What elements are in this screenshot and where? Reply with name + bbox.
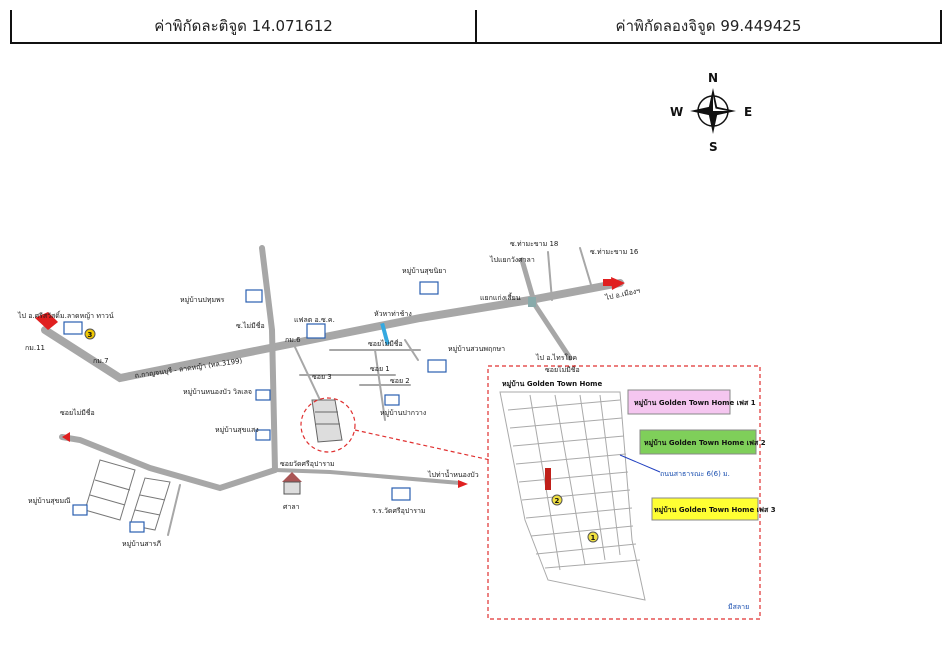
flat-building-icon bbox=[306, 323, 326, 339]
phase3-box bbox=[651, 497, 759, 521]
label-scale-note: มีสลาย bbox=[728, 603, 749, 611]
village-icon bbox=[427, 359, 447, 373]
direction-arrows bbox=[35, 277, 625, 488]
label-inset-entrance: หมู่บ้าน Golden Town Home bbox=[502, 379, 602, 389]
label-pak-wang: หมู่บ้านปากวาง bbox=[380, 409, 426, 417]
marker-3-icon bbox=[84, 328, 96, 340]
label-km6: กม.6 bbox=[285, 336, 301, 344]
longitude-cell: ค่าพิกัดลองจิจูด 99.449425 bbox=[475, 10, 940, 42]
compass-icon: N S E W bbox=[670, 71, 752, 154]
label-phase1: หมู่บ้าน Golden Town Home เฟส 1 bbox=[634, 398, 756, 408]
label-to-sri-sawat: ไป อ.ศรีสวัสดิ์ bbox=[17, 310, 61, 320]
target-subdivision bbox=[300, 397, 491, 461]
arrow-west-icon bbox=[35, 312, 58, 330]
compass-north: N bbox=[708, 71, 718, 85]
label-hua-tha-chang: หัวหาท่าช้าง bbox=[374, 310, 412, 318]
village-icon bbox=[245, 289, 263, 303]
phase-entrance-marker bbox=[545, 468, 551, 490]
label-school-wat-sri: ร.ร.วัดศรีอุปาราม bbox=[372, 507, 426, 515]
village-icon bbox=[63, 321, 83, 335]
label-soi1: ซอย 1 bbox=[370, 365, 390, 373]
label-suk-saeng: หมู่บ้านสุขแสง bbox=[215, 426, 259, 434]
label-suan-phruksa: หมู่บ้านสวนพฤกษา bbox=[448, 345, 505, 353]
compass-south: S bbox=[709, 140, 718, 154]
label-intersection: แยกแก่งเสี้ยน bbox=[480, 291, 521, 302]
village-icon bbox=[384, 394, 400, 406]
label-soi-wat-sri: ซอยวัดศรีอุปาราม bbox=[280, 460, 335, 468]
label-sala: ศาลา bbox=[283, 503, 300, 511]
latitude-cell: ค่าพิกัดละติจูด 14.071612 bbox=[154, 17, 333, 35]
label-pathumporn: หมู่บ้านปทุมพร bbox=[180, 296, 225, 304]
label-tha-makham-18: ซ.ท่ามะขาม 18 bbox=[510, 240, 558, 248]
compass-east: E bbox=[744, 105, 752, 119]
label-km7: กม.7 bbox=[93, 357, 109, 365]
label-soi-no-name-left: ซอยไม่มีชื่อ bbox=[60, 408, 95, 417]
village-icon bbox=[129, 521, 145, 533]
pavilion-icon bbox=[282, 472, 302, 495]
marker-1: 1 bbox=[591, 534, 596, 542]
arrow-east-icon bbox=[611, 277, 625, 290]
arrow-nong-bua-icon bbox=[458, 480, 468, 488]
marker-2: 2 bbox=[555, 497, 560, 505]
label-to-sai-yok: ไป อ.ไทรโยค bbox=[535, 353, 577, 362]
label-sukmanee: หมู่บ้านสุขมณี bbox=[28, 497, 71, 505]
label-tha-makham-16: ซ.ท่ามะขาม 16 bbox=[590, 248, 639, 256]
label-public-road: ถนนสาธารณะ 6(6) ม. bbox=[660, 470, 730, 478]
label-to-nong-bua: ไปท่าน้ำหนองบัว bbox=[427, 468, 479, 479]
label-soi-no-name-2: ซอยไม่มีชื่อ bbox=[368, 339, 403, 348]
compass-west: W bbox=[670, 105, 683, 119]
label-nong-bua: หมู่บ้านหนองบัว วิลเลจ bbox=[183, 388, 252, 396]
label-flat-osk: แฟลต อ.ซ.ค. bbox=[294, 316, 335, 324]
label-sukhumaya: หมู่บ้านสุขนิยา bbox=[402, 267, 446, 275]
housing-blocks-left bbox=[84, 459, 171, 531]
inset-detail-map: หมู่บ้าน Golden Town Home 2 1 หมู่บ้าน G… bbox=[487, 365, 776, 620]
village-icon bbox=[72, 504, 88, 516]
label-saraphi: หมู่บ้านสารภี bbox=[122, 540, 161, 548]
arrow-left-soi-icon bbox=[62, 432, 70, 442]
village-icon bbox=[419, 281, 439, 295]
label-to-kaeng-sian: ไปแยกวังศาลา bbox=[489, 255, 535, 264]
label-soi-no-name-3: ซอยไม่มีชื่อ bbox=[545, 365, 580, 374]
marker-1-icon bbox=[587, 531, 599, 543]
school-icon bbox=[391, 487, 411, 501]
label-soi-no-name-1: ซ.ไม่มีชื่อ bbox=[236, 321, 265, 330]
village-icon bbox=[255, 429, 271, 441]
village-icons bbox=[63, 281, 447, 533]
label-lat-ya-town: ม.ลาดหญ้า ทาวน์ bbox=[60, 312, 114, 320]
label-phase2: หมู่บ้าน Golden Town Home เฟส 2 bbox=[644, 438, 766, 448]
marker-3: 3 bbox=[88, 331, 93, 339]
canal-marker bbox=[380, 322, 390, 346]
traffic-light-icon bbox=[528, 297, 536, 307]
label-phase3: หมู่บ้าน Golden Town Home เฟส 3 bbox=[654, 505, 776, 515]
coordinates-header: ค่าพิกัดละติจูด 14.071612 ค่าพิกัดลองจิจ… bbox=[10, 10, 942, 44]
label-km11: กม.11 bbox=[25, 344, 45, 352]
label-soi3: ซอย 3 bbox=[312, 373, 332, 381]
village-icon bbox=[255, 389, 271, 401]
label-soi2: ซอย 2 bbox=[390, 377, 410, 385]
marker-2-icon bbox=[551, 494, 563, 506]
phase2-box bbox=[639, 429, 757, 455]
phase1-box bbox=[627, 389, 731, 415]
